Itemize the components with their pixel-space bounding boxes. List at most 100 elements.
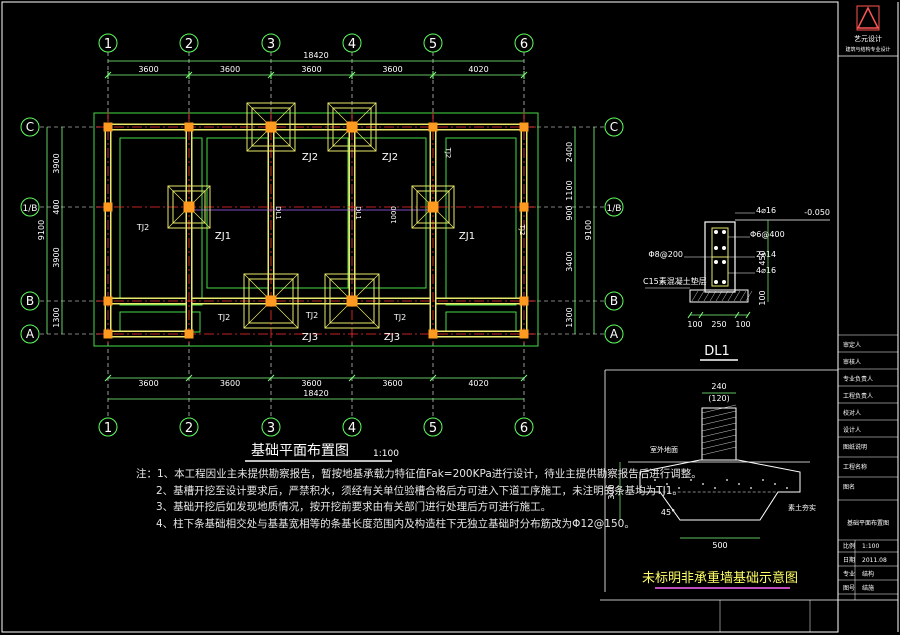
dim-tick [185, 71, 193, 79]
axis-bubble-left [20, 324, 40, 344]
dim-text-bottom: 4020 [468, 379, 488, 388]
column-marker [428, 122, 438, 132]
strip-label: TJ2 [518, 224, 526, 236]
footing-inner [329, 278, 375, 324]
wall-hatch [701, 440, 737, 450]
dim-text-right: 1100 [565, 180, 574, 200]
rebar [722, 260, 726, 264]
column-marker [519, 329, 529, 339]
dl1-dim-v: 450 [758, 250, 767, 265]
axis-bubble-top [342, 33, 362, 53]
footing-label: ZJ1 [459, 231, 475, 242]
axis-label-top: 6 [520, 37, 528, 52]
axis-bubble-top [98, 33, 118, 53]
axis-bubble-bottom [261, 417, 281, 437]
tb-info-value: 结构 [862, 570, 874, 578]
dim-tick [520, 374, 528, 382]
axis-label-left: A [26, 327, 35, 341]
column [265, 121, 277, 133]
rebar [714, 260, 718, 264]
axis-bubble-top [261, 33, 281, 53]
tb-info-label: 专业 [843, 570, 855, 578]
axis-label-bottom: 5 [429, 421, 437, 436]
dim-text-right: 2400 [565, 142, 574, 162]
dim-tick [734, 311, 740, 319]
aggregate-dot [762, 479, 764, 481]
dim-text-top: 3600 [220, 65, 240, 74]
rebar [722, 230, 726, 234]
tb-info-label: 比例 [843, 542, 855, 550]
rebar [714, 230, 718, 234]
strip-label: TJ2 [305, 311, 318, 320]
aggregate-dot [786, 487, 788, 489]
axis-bubble-bottom [342, 417, 362, 437]
axis-label-right: B [610, 294, 618, 308]
dim-tick [429, 374, 437, 382]
footing-label: ZJ3 [384, 332, 400, 343]
axis-bubble-left [20, 117, 40, 137]
tb-info-value: 结施 [862, 584, 874, 592]
tb-info-label: 图号 [843, 585, 855, 592]
rebar-label: Φ8@200 [648, 250, 683, 259]
axis-label-top: 3 [267, 37, 275, 52]
axis-label-bottom: 4 [348, 421, 356, 436]
aggregate-dot [726, 479, 728, 481]
footing-taper [659, 491, 779, 521]
tb-info-value: 1:100 [862, 543, 879, 550]
tb-row-label: 审定人 [843, 341, 861, 349]
dim-text-bottom: 3600 [382, 379, 402, 388]
company-name: 艺元设计 [854, 34, 882, 43]
dim-tick [429, 71, 437, 79]
axis-bubble-right [604, 117, 624, 137]
beam-label: DL1 [354, 206, 362, 220]
hatch [715, 290, 723, 302]
column [346, 295, 358, 307]
dim-total-left: 9100 [37, 220, 46, 240]
concrete-pad [689, 289, 749, 303]
isolated-footing [327, 102, 377, 152]
footing-label: ZJ3 [302, 332, 318, 343]
company-subtitle: 建筑与结构专业设计 [845, 46, 890, 53]
axis-label-left: B [26, 294, 34, 308]
room-outline [445, 311, 517, 333]
column [265, 295, 277, 307]
hatch [733, 290, 741, 302]
tb-info-value: 2011.08 [862, 557, 887, 564]
footing-inner [248, 278, 294, 324]
hatch [739, 290, 747, 302]
dim-tick [104, 71, 112, 79]
hatch [691, 290, 699, 302]
room-outline [206, 137, 270, 289]
dim-text-top: 3600 [138, 65, 158, 74]
footing-inner [172, 190, 206, 224]
dim-text-right: 3400 [565, 251, 574, 271]
axis-label-bottom: 3 [267, 421, 275, 436]
footing-inner [332, 107, 372, 147]
dim-text-left: 3900 [52, 247, 61, 267]
strip-label: TJ2 [217, 313, 230, 322]
tb-row-label: 设计人 [843, 426, 861, 434]
axis-label-right: C [610, 120, 618, 134]
footing-label: ZJ2 [382, 152, 398, 163]
aggregate-dot [678, 487, 680, 489]
dim-tick [520, 71, 528, 79]
column-marker [103, 202, 113, 212]
dl1-dim: 100 [735, 320, 750, 329]
aggregate-dot [690, 479, 692, 481]
axis-bubble-bottom [179, 417, 199, 437]
dim-tick [698, 311, 704, 319]
axis-label-right: 1/B [607, 204, 622, 214]
aggregate-dot [702, 483, 704, 485]
aggregate-dot [654, 479, 656, 481]
tb-row-label: 校对人 [843, 409, 861, 417]
dim-text-bottom: 3600 [138, 379, 158, 388]
axis-bubble-right [604, 291, 624, 311]
wall-hatch [701, 416, 737, 426]
column-marker [519, 296, 529, 306]
dim-text-right: 900 [565, 205, 574, 220]
column-marker [184, 329, 194, 339]
dim-tick [267, 71, 275, 79]
wall-dim: 500 [712, 541, 727, 550]
